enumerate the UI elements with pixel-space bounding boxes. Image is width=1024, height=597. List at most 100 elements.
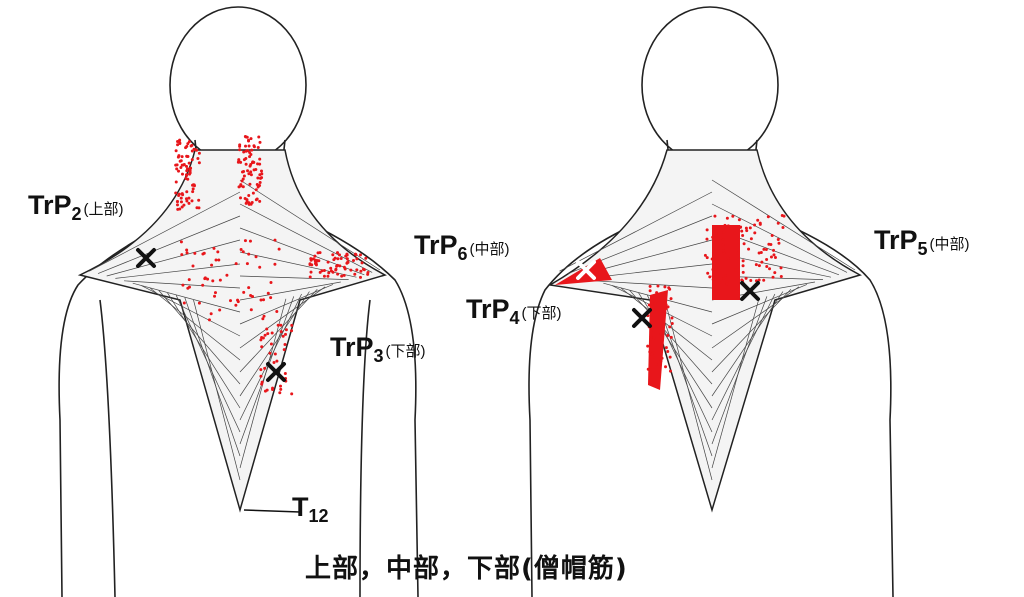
muscle-fiber <box>239 286 326 349</box>
referral-dot <box>765 265 769 269</box>
referral-dot <box>358 275 362 279</box>
referral-dot <box>244 201 248 205</box>
trp2-marker <box>136 248 156 268</box>
left-trapezius <box>77 149 387 513</box>
referral-dot <box>362 268 366 272</box>
referral-dot <box>322 269 326 273</box>
referral-dot <box>655 291 659 295</box>
label-trp3: TrP3(下部) <box>330 332 426 366</box>
referral-dot <box>349 268 353 272</box>
referral-dot <box>666 350 670 354</box>
referral-dot <box>335 264 339 268</box>
referral-dot <box>742 242 746 246</box>
referral-dot <box>244 149 248 153</box>
referral-dot <box>182 203 186 207</box>
referral-dot <box>239 196 243 200</box>
referral-dot <box>653 301 657 305</box>
label-t12: T12 <box>292 492 329 526</box>
trp4-referral-zone <box>648 290 668 390</box>
referral-dot <box>340 274 344 278</box>
referral-dot <box>648 284 652 288</box>
referral-dot <box>664 303 668 307</box>
referral-dot <box>197 161 201 165</box>
referral-dot <box>265 388 269 392</box>
referral-dot <box>187 161 191 165</box>
referral-dot <box>248 182 252 186</box>
referral-dot <box>714 266 718 270</box>
referral-dot <box>773 271 777 275</box>
label-trp2: TrP2(上部) <box>28 190 124 224</box>
referral-dot <box>175 163 179 167</box>
referral-dot <box>346 260 350 264</box>
referral-dot <box>259 368 263 372</box>
referral-dot <box>216 250 220 254</box>
referral-dot <box>345 257 349 261</box>
referral-dot <box>290 392 294 396</box>
referral-dot <box>184 146 188 150</box>
referral-dot <box>741 270 745 274</box>
muscle-fiber <box>184 297 241 457</box>
referral-dot <box>273 262 277 266</box>
referral-dot <box>273 238 277 242</box>
referral-dot <box>178 138 182 142</box>
referral-dot <box>282 348 286 352</box>
referral-dot <box>733 231 737 235</box>
referral-dot <box>257 135 261 139</box>
referral-dot <box>705 256 709 260</box>
muscle-fiber <box>711 291 784 397</box>
referral-dot <box>648 289 652 293</box>
referral-dot <box>260 345 264 349</box>
referral-dot <box>260 176 264 180</box>
referral-dot <box>654 362 658 366</box>
referral-dot <box>666 333 670 337</box>
referral-dot <box>256 176 260 180</box>
referral-dot <box>749 278 753 282</box>
referral-dot <box>722 277 726 281</box>
referral-dot <box>725 282 729 286</box>
referral-dot <box>326 260 330 264</box>
trp6-marker <box>576 260 596 280</box>
referral-dot <box>185 155 189 159</box>
referral-dot <box>336 272 340 276</box>
referral-dot <box>209 312 213 316</box>
referral-dot <box>239 160 243 164</box>
referral-dot <box>258 199 262 203</box>
referral-dot <box>749 237 753 241</box>
referral-dot <box>714 234 718 238</box>
muscle-fiber <box>711 203 848 273</box>
referral-dot <box>244 144 248 148</box>
referral-dot <box>269 280 273 284</box>
referral-dot <box>254 255 258 259</box>
referral-dot <box>344 254 348 258</box>
referral-dot <box>326 274 330 278</box>
referral-dot <box>773 256 777 260</box>
referral-dot <box>721 243 725 247</box>
referral-dot <box>708 275 712 279</box>
referral-dot <box>358 253 362 257</box>
referral-dot <box>332 258 336 262</box>
referral-dot <box>269 296 273 300</box>
referral-dot <box>249 137 253 141</box>
referral-dot <box>670 316 674 320</box>
referral-dot <box>668 369 672 373</box>
referral-dot <box>776 237 780 241</box>
referral-dot <box>766 215 770 219</box>
referral-dot <box>777 241 781 245</box>
referral-dot <box>316 251 320 255</box>
referral-dot <box>706 271 710 275</box>
referral-dot <box>180 155 184 159</box>
referral-dot <box>185 248 189 252</box>
referral-dot <box>283 371 287 375</box>
referral-dot <box>669 335 673 339</box>
referral-dot <box>737 218 741 222</box>
referral-dot <box>711 268 715 272</box>
referral-dot <box>668 325 672 329</box>
referral-dot <box>648 350 652 354</box>
muscle-fiber <box>239 275 349 280</box>
muscle-fiber <box>711 293 776 421</box>
referral-dot <box>174 191 178 195</box>
muscle-fiber <box>711 284 808 325</box>
referral-dot <box>249 173 253 177</box>
muscle-fiber <box>711 288 792 373</box>
muscle-fiber <box>620 287 713 361</box>
